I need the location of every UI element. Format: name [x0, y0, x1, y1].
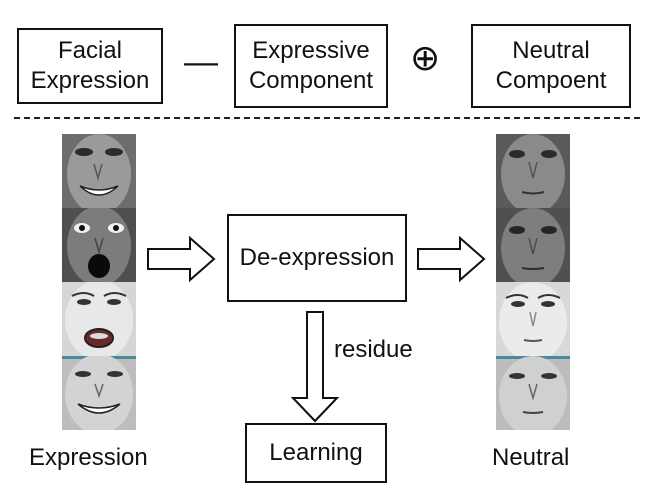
minus-symbol: — — [184, 43, 218, 81]
expression-face-surprise — [62, 208, 136, 282]
expression-caption: Expression — [29, 444, 148, 471]
expressive-component-box: Expressive Component — [234, 24, 388, 108]
neutral-face-3 — [496, 282, 570, 356]
de-expression-box: De-expression — [227, 214, 407, 302]
direct-sum-symbol: ⊕ — [410, 37, 441, 78]
neutral-component-box: Neutral Compoent — [471, 24, 631, 108]
expression-face-open-mouth — [62, 282, 136, 356]
neutral-caption: Neutral — [492, 444, 570, 471]
neutral-face-column — [496, 134, 570, 430]
arrow-right-to-de-expression — [147, 235, 216, 283]
learning-box: Learning — [245, 423, 387, 483]
expression-face-column — [62, 134, 136, 430]
section-divider — [14, 117, 640, 119]
neutral-face-1 — [496, 134, 570, 208]
residue-label: residue — [334, 336, 413, 363]
neutral-face-4 — [496, 356, 570, 430]
facial-expression-box: Facial Expression — [17, 28, 163, 104]
arrow-down-residue — [290, 311, 340, 423]
expression-face-smile — [62, 134, 136, 208]
expression-face-grin — [62, 356, 136, 430]
neutral-face-2 — [496, 208, 570, 282]
arrow-right-to-neutral — [417, 235, 486, 283]
